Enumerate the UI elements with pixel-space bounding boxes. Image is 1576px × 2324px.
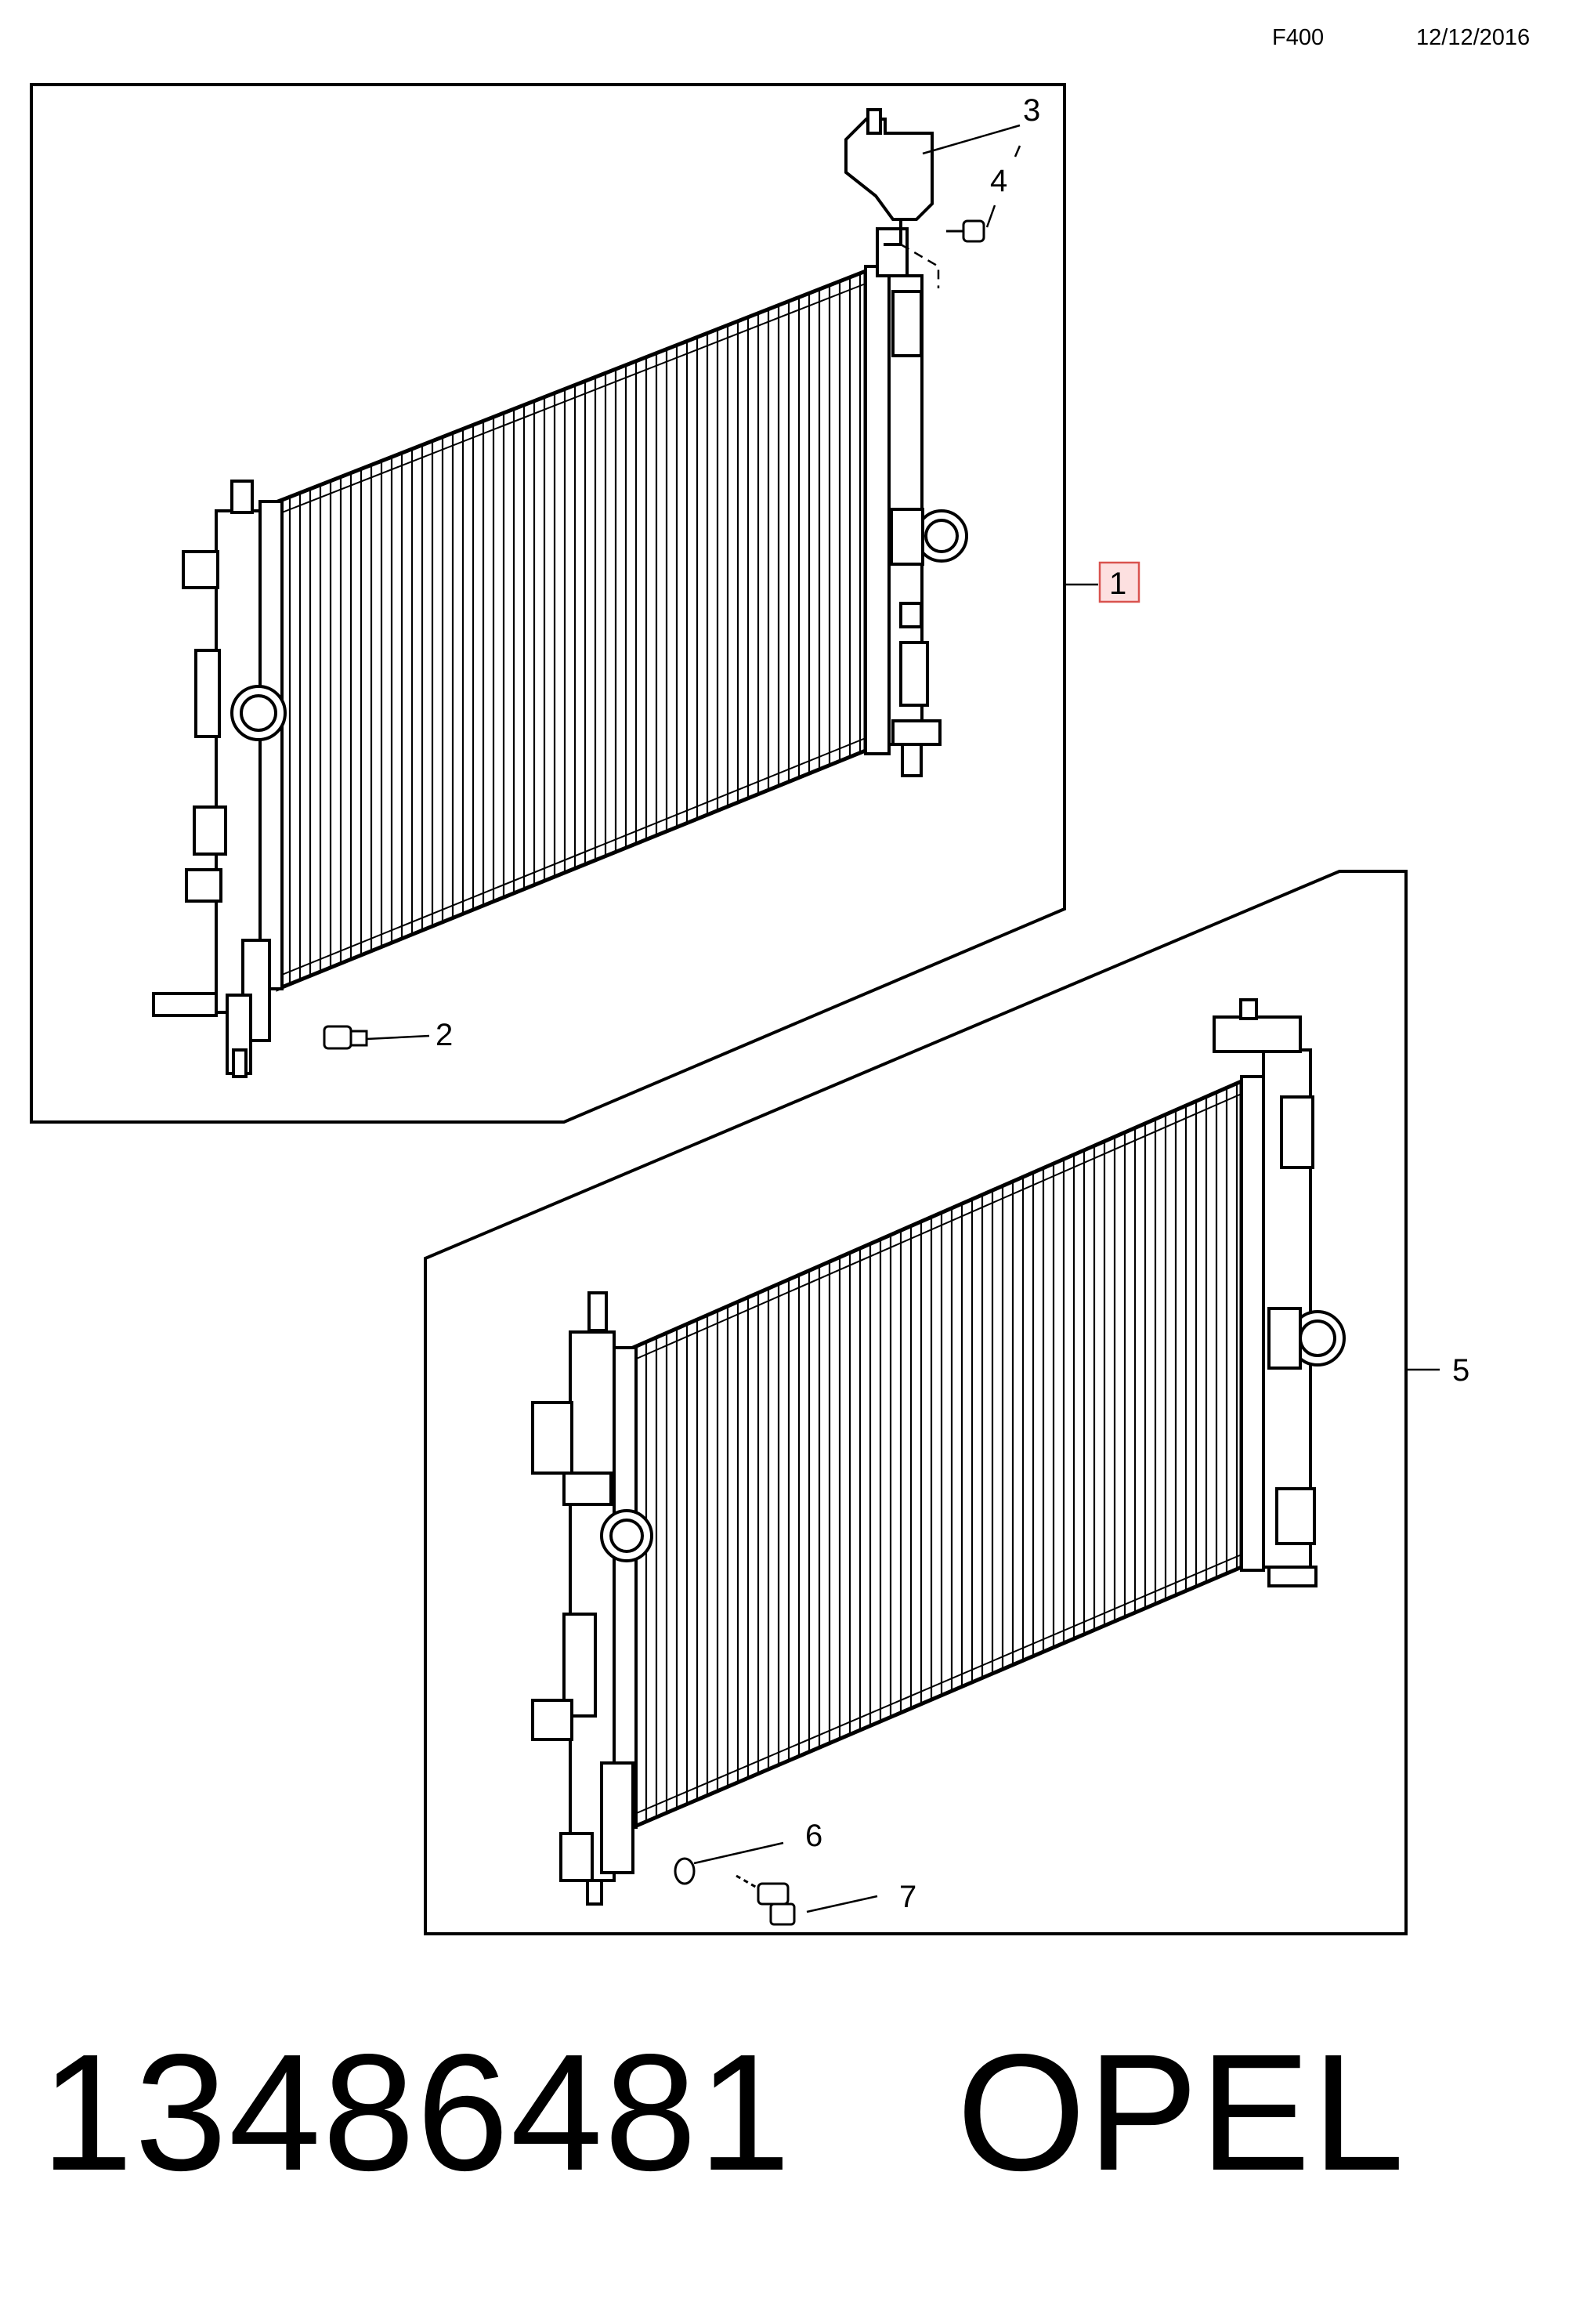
- lower-right-tank: [1213, 998, 1346, 1587]
- lower-radiator: [531, 998, 1346, 1926]
- upper-left-tank: [152, 480, 287, 1078]
- lower-frame: [424, 870, 1408, 1935]
- upper-right-tank: [864, 227, 968, 777]
- upper-drain-plug: [323, 1025, 368, 1050]
- upper-frame: [30, 83, 1066, 1124]
- part-number: 13486481: [41, 2019, 793, 2205]
- upper-radiator: [152, 227, 968, 1078]
- callout-4: 4: [990, 164, 1007, 198]
- callout-1-box: [1098, 561, 1140, 603]
- lower-o-ring: [674, 1857, 696, 1885]
- upper-assembly: [30, 83, 1140, 1124]
- callout-7: 7: [899, 1880, 916, 1914]
- upper-radiator-core: [276, 268, 868, 992]
- upper-bolt: [946, 219, 985, 243]
- diagram-date: 12/12/2016: [1416, 25, 1531, 50]
- lower-leaders: [693, 1368, 1440, 1913]
- lower-assembly: [424, 870, 1440, 1935]
- callout-5: 5: [1452, 1353, 1469, 1388]
- parts-diagram: 3 4 1 2: [30, 83, 1469, 1935]
- lower-radiator-core: [631, 1078, 1244, 1830]
- callout-6: 6: [805, 1819, 822, 1853]
- callout-1: 1: [1109, 567, 1126, 601]
- diagram-code: F400: [1272, 25, 1325, 50]
- lower-left-tank: [531, 1291, 653, 1906]
- upper-bracket: [844, 108, 934, 246]
- upper-leaders: [366, 124, 1098, 1041]
- callout-2: 2: [436, 1018, 453, 1052]
- lower-drain-plug: [736, 1874, 796, 1926]
- brand-name: OPEL: [956, 2019, 1406, 2205]
- callout-3: 3: [1023, 93, 1040, 128]
